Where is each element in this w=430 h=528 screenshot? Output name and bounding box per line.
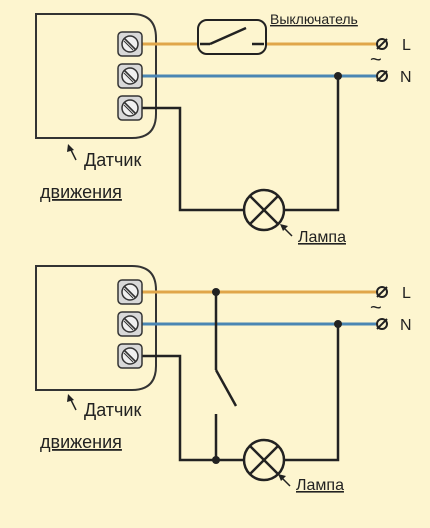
pointer-arrow-icon — [278, 474, 291, 487]
pointer-arrow-icon — [280, 224, 293, 237]
junction-dot-load-bottom — [212, 456, 220, 464]
ac-symbol-bottom: ~ — [370, 297, 382, 319]
load-wire-lamp-to-neutral-top — [284, 76, 340, 212]
supply-terminal-L-top — [376, 38, 388, 50]
screw-terminal-icon — [117, 31, 143, 57]
sensor-label-line2-bottom: движения — [40, 432, 122, 452]
junction-dot-top — [334, 72, 342, 80]
lamp-label-top: Лампа — [298, 229, 346, 246]
lamp-symbol-icon — [242, 438, 286, 482]
diagram-top: Выключатель L N — [35, 11, 412, 246]
switch-label: Выключатель — [270, 11, 358, 27]
screw-terminal-icon — [117, 279, 143, 305]
diagram-bottom: L N ~ Лампа Датчик движения — [35, 265, 412, 494]
junction-dot-neutral-bottom — [334, 320, 342, 328]
phase-terminal-label-bottom: L — [402, 285, 411, 302]
load-wire-sensor-to-lamp-top — [140, 106, 244, 212]
sensor-label-line1-top: Датчик — [84, 150, 141, 170]
lamp-label-bottom: Лампа — [296, 477, 344, 494]
pointer-arrow-icon — [67, 394, 77, 411]
screw-terminal-icon — [117, 95, 143, 121]
screw-terminal-icon — [117, 311, 143, 337]
switch-symbol-icon — [214, 292, 238, 460]
lamp-symbol-icon — [242, 188, 286, 232]
supply-terminal-N-top — [376, 70, 388, 82]
screw-terminal-icon — [117, 343, 143, 369]
pointer-arrow-icon — [67, 144, 77, 161]
screw-terminal-icon — [117, 63, 143, 89]
neutral-terminal-label-bottom: N — [400, 317, 412, 334]
ac-symbol-top: ~ — [370, 49, 382, 71]
sensor-label-line2-top: движения — [40, 182, 122, 202]
switch-symbol-icon — [197, 19, 267, 55]
load-wire-lamp-to-neutral-bottom — [284, 324, 340, 462]
supply-terminal-N-bottom — [376, 318, 388, 330]
supply-terminal-L-bottom — [376, 286, 388, 298]
neutral-terminal-label-top: N — [400, 69, 412, 86]
phase-terminal-label-top: L — [402, 37, 411, 54]
sensor-label-line1-bottom: Датчик — [84, 400, 141, 420]
junction-dot-phase-bottom — [212, 288, 220, 296]
